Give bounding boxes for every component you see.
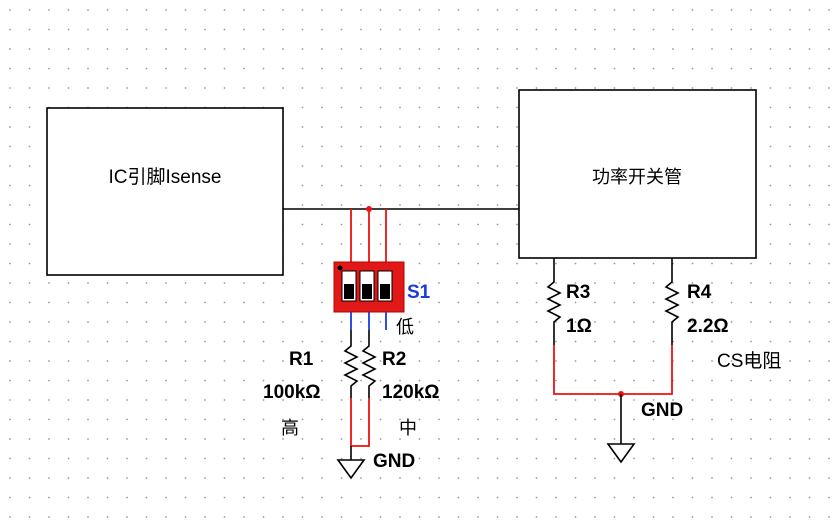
r2-level-label: 中 — [399, 418, 417, 439]
r3-value-label: 1Ω — [566, 316, 592, 337]
s1-input-wires — [350, 209, 387, 262]
low-level-label: 低 — [396, 317, 414, 338]
ic-pin-block — [46, 107, 284, 276]
r4-ref-label: R4 — [687, 282, 712, 303]
r2-ref-label: R2 — [382, 349, 406, 370]
r3-ref-label: R3 — [566, 282, 590, 303]
resistor-r2 — [361, 342, 377, 398]
power-switch-label: 功率开关管 — [592, 167, 682, 188]
r4-value-label: 2.2Ω — [687, 316, 729, 337]
gnd-right-label: GND — [641, 400, 683, 421]
r1-ref-label: R1 — [289, 349, 314, 370]
ic-block-label: IC引脚Isense — [109, 166, 222, 188]
resistor-r3 — [546, 278, 562, 345]
r1-r2-ground-wire — [350, 398, 370, 447]
ground-symbol-left — [336, 459, 366, 480]
r1-level-label: 高 — [281, 418, 299, 439]
s1-ref-label: S1 — [407, 282, 431, 303]
ground-symbol-right — [606, 443, 636, 464]
r1-value-label: 100kΩ — [263, 382, 321, 403]
cs-resistor-label: CS电阻 — [717, 350, 781, 372]
s1-output-wires — [350, 312, 387, 330]
power-switch-block — [518, 89, 757, 259]
r2-value-label: 120kΩ — [382, 382, 440, 403]
resistor-r1 — [343, 342, 359, 398]
resistor-r4 — [664, 278, 680, 345]
gnd-left-label: GND — [373, 451, 415, 472]
cs-ground-wire — [553, 345, 673, 395]
r-feed-wires — [350, 330, 370, 342]
dip-switch-s1[interactable] — [333, 261, 405, 313]
junction-dot — [366, 206, 372, 212]
